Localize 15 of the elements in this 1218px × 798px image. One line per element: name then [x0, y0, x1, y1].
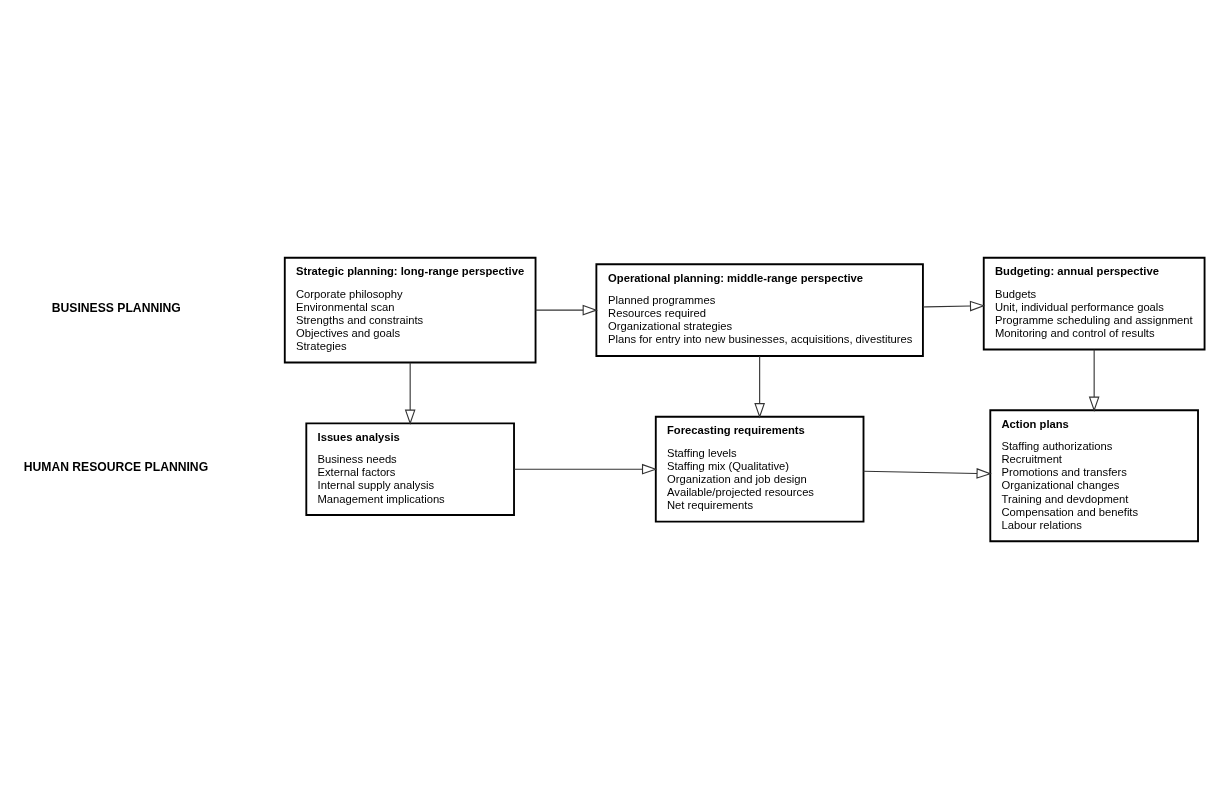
node-box: Issues analysis Business needs External factors Internal supply analysis Management implications	[305, 421, 515, 516]
node-box: Strategic planning: long-range perspective Corporate philosophy Environmental scan Strengths and constraints Objectives and goals Strategies	[283, 256, 537, 363]
arrow	[754, 355, 765, 418]
arrow	[1088, 348, 1100, 412]
arrow	[922, 300, 986, 311]
label: BUSINESS PLANNING	[51, 300, 181, 315]
node-box: Budgeting: annual perspective Budgets Unit, individual performance goals Programme scheduling and assignment Monitoring and control of results	[982, 256, 1206, 350]
arrow	[863, 467, 992, 479]
node-box: Operational planning: middle-range perspective Planned programmes Resources required Organizational strategies Plans for entry into new businesses, acquisitions, divestitures	[595, 262, 924, 357]
arrow	[513, 463, 658, 475]
node-box: Action plans Staffing authorizations Recruitment Promotions and transfers Organizational changes Training and devdopment Compensation and benefits Labour relations	[989, 408, 1199, 542]
label: HUMAN RESOURCE PLANNING	[23, 459, 209, 474]
arrow	[404, 361, 416, 425]
node-box: Forecasting requirements Staffing levels Staffing mix (Qualitative) Organization and job design Available/projected resources Net requirements	[654, 415, 865, 523]
arrow	[535, 304, 598, 315]
